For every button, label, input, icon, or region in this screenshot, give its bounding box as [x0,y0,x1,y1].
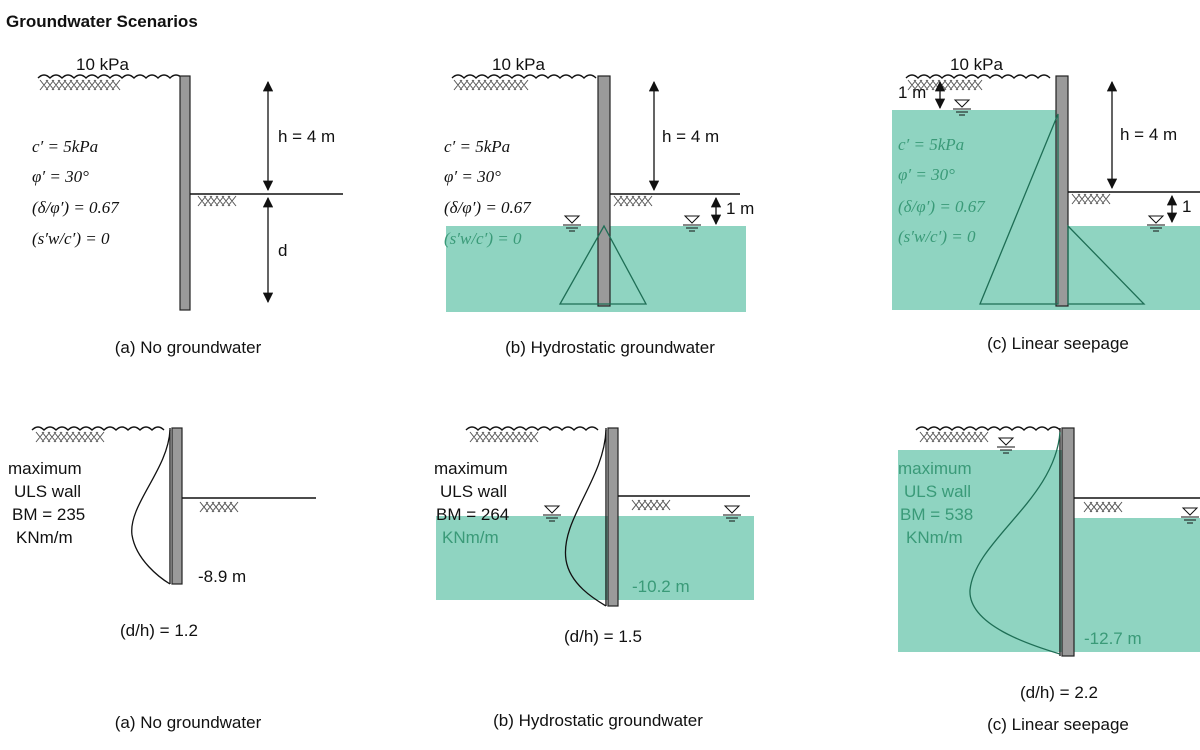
page-title: Groundwater Scenarios [6,12,198,31]
wall-a-bottom [171,427,183,585]
wall-c-bottom [1061,427,1075,657]
one-m-label-b: 1 m [726,199,754,218]
water-excavation-c-bottom [1074,518,1200,652]
h-label-b: h = 4 m [662,127,719,146]
c-param-a: c′ = 5kPa [32,137,98,156]
pore-pressure-triangle-b [558,224,648,305]
panel-a-bottom: maximum ULS wall BM = 235 KNm/m -8.9 m (… [8,426,316,732]
pore-pressure-retained-c [979,113,1059,305]
phi-param-a: φ′ = 30° [32,167,89,186]
bm-text-b-1: maximum [434,459,508,478]
bm-curve-c [969,431,1061,655]
water-b-bottom [436,516,754,600]
surface-c-bottom [915,426,1061,443]
phi-param-b: φ′ = 30° [444,167,501,186]
bm-text-c-4: KNm/m [906,528,963,547]
surface-a-bottom [31,426,165,443]
panel-b-top: 10 kPa h = 4 m 1 m c′ = 5kPa φ′ = 30° (δ… [444,55,754,357]
bm-text-c-3: BM = 538 [900,505,973,524]
bm-text-c-2: ULS wall [904,482,971,501]
caption-b-top: (b) Hydrostatic groundwater [505,338,715,357]
load-label-a: 10 kPa [76,55,129,74]
caption-b-bottom: (b) Hydrostatic groundwater [493,711,703,730]
hatch-c-bottom [1083,501,1123,513]
sw-param-a: (s′w/c′) = 0 [32,229,110,248]
c-param-c: c′ = 5kPa [898,135,964,154]
surface-load-c [905,74,1051,91]
delta-param-b: (δ/φ′) = 0.67 [444,198,532,217]
c-param-b: c′ = 5kPa [444,137,510,156]
panel-b-bottom: maximum ULS wall BM = 264 KNm/m -10.2 m … [434,426,754,730]
caption-c-bottom: (c) Linear seepage [987,715,1129,734]
wall-b-bottom [607,427,619,607]
water-excavation-c [1058,226,1200,310]
wall-c [1055,75,1069,307]
hatch-b [613,195,653,207]
surface-b-bottom [465,426,599,443]
surface-load-b [451,74,597,91]
ratio-c: (d/h) = 2.2 [1020,683,1098,702]
ratio-b: (d/h) = 1.5 [564,627,642,646]
bm-curve-a [131,429,171,585]
hatch-a-bottom [199,501,239,513]
water-retained-c-bottom [898,450,1062,652]
bm-text-a-2: ULS wall [14,482,81,501]
bm-text-a-3: BM = 235 [12,505,85,524]
bm-text-b-3: BM = 264 [436,505,509,524]
bm-text-a-4: KNm/m [16,528,73,547]
surface-load-a [37,74,183,91]
bm-text-a-1: maximum [8,459,82,478]
depth-c: -12.7 m [1084,629,1142,648]
bm-text-b-4: KNm/m [442,528,499,547]
wall-b [597,75,611,307]
load-label-c: 10 kPa [950,55,1003,74]
depth-a: -8.9 m [198,567,246,586]
pore-pressure-excavation-c [1067,224,1146,305]
phi-param-c: φ′ = 30° [898,165,955,184]
ratio-a: (d/h) = 1.2 [120,621,198,640]
bm-curve-b [564,429,607,607]
caption-a-top: (a) No groundwater [115,338,262,357]
caption-c-top: (c) Linear seepage [987,334,1129,353]
delta-param-c: (δ/φ′) = 0.67 [898,197,986,216]
d-label-a: d [278,241,287,260]
sw-param-b: (s′w/c′) = 0 [444,229,522,248]
bm-text-c-1: maximum [898,459,972,478]
wall-a [179,75,191,311]
h-label-c: h = 4 m [1120,125,1177,144]
water-retained-c [892,110,1058,310]
one-m-label-c: 1 m [898,83,926,102]
depth-b: -10.2 m [632,577,690,596]
delta-param-a: (δ/φ′) = 0.67 [32,198,120,217]
load-label-b: 10 kPa [492,55,545,74]
hatch-a [197,195,237,207]
panel-a-top: 10 kPa h = 4 m d c′ = 5kPa φ′ = 30° (δ/φ… [32,55,343,357]
one-m-label-c2: 1 [1182,197,1191,216]
sw-param-c: (s′w/c′) = 0 [898,227,976,246]
h-label-a: h = 4 m [278,127,335,146]
bm-text-b-2: ULS wall [440,482,507,501]
hatch-b-bottom [631,499,671,511]
hatch-c [1071,193,1111,205]
panel-c-bottom: maximum ULS wall BM = 538 KNm/m -12.7 m … [898,426,1200,734]
panel-c-top: 10 kPa h = 4 m 1 m 1 c′ = 5kPa φ′ = 30° … [892,55,1200,353]
caption-a-bottom: (a) No groundwater [115,713,262,732]
